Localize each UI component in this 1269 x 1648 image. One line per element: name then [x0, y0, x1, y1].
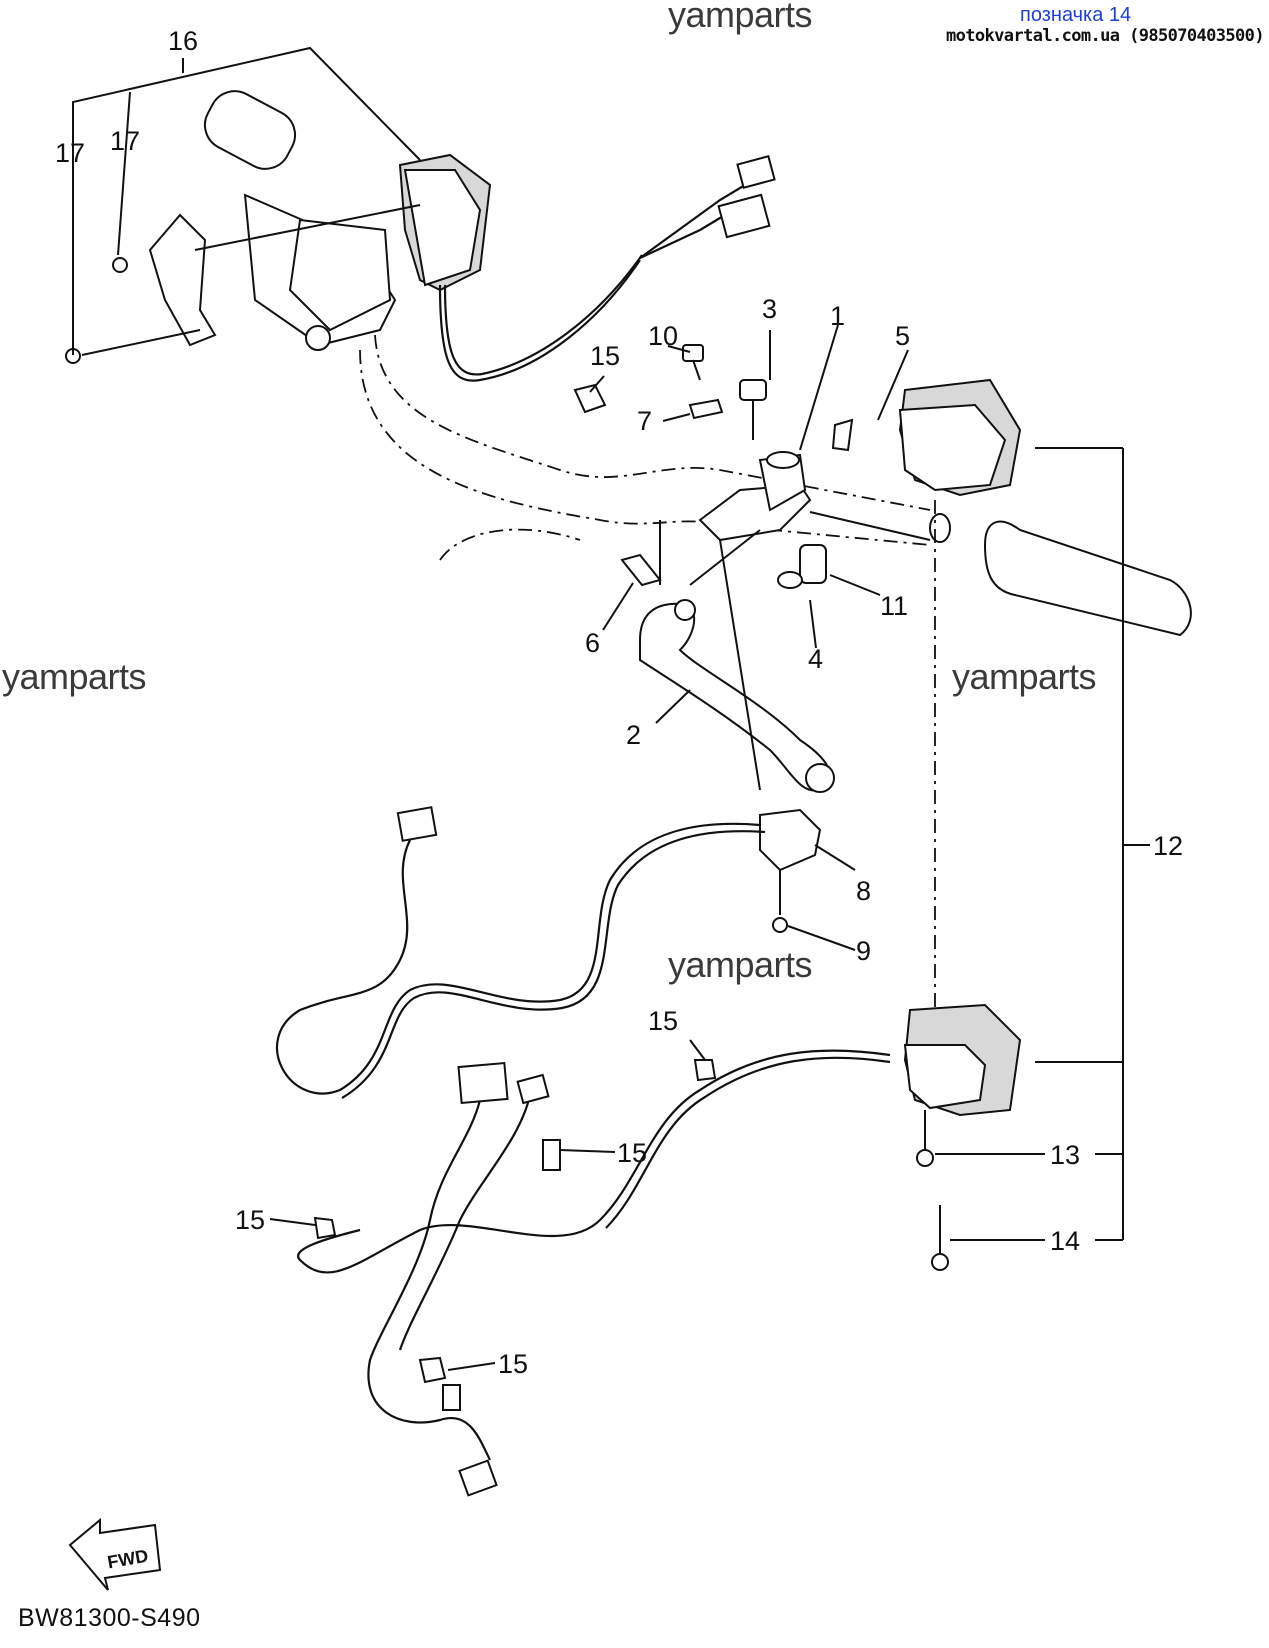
watermark: yamparts: [668, 944, 813, 985]
header-title: позначка 14: [1020, 4, 1132, 26]
callout-11: 11: [880, 591, 908, 621]
right-lower-switch: [903, 1003, 1022, 1271]
callout-15: 15: [590, 341, 620, 371]
handlebar-outline: [359, 334, 931, 561]
callout-5: 5: [895, 321, 910, 351]
leader-lines: [72, 46, 1150, 1371]
callout-16: 16: [168, 26, 198, 56]
header-subtitle: motokvartal.com.ua (985070403500): [946, 26, 1265, 46]
watermark: yamparts: [668, 0, 813, 35]
callout-15: 15: [498, 1349, 528, 1379]
callout-3: 3: [762, 294, 777, 324]
clutch-lever-assembly: [620, 344, 931, 793]
diagram-code: BW81300-S490: [18, 1604, 201, 1632]
callout-2: 2: [626, 720, 641, 750]
callout-7: 7: [637, 406, 652, 436]
callout-17: 17: [110, 126, 140, 156]
fwd-arrow-icon: FWD: [68, 1517, 162, 1591]
callout-14: 14: [1050, 1226, 1080, 1256]
watermark: yamparts: [952, 656, 1097, 697]
wire-harness: [276, 806, 891, 1497]
callout-4: 4: [808, 644, 823, 674]
callout-13: 13: [1050, 1140, 1080, 1170]
callout-labels: 16 17 17 3 1 5 10 15 7 6 4 11 2 12 8 9 1…: [55, 26, 1183, 1379]
right-switch-assembly: [898, 378, 1192, 1010]
wire-clips: [313, 383, 717, 1384]
clutch-switch: [759, 808, 822, 933]
callout-9: 9: [856, 936, 871, 966]
callout-10: 10: [648, 321, 678, 351]
callout-1: 1: [830, 301, 845, 331]
callout-17: 17: [55, 138, 85, 168]
left-switch-wire: [438, 155, 776, 382]
callout-8: 8: [856, 876, 871, 906]
callout-15: 15: [648, 1006, 678, 1036]
callout-12: 12: [1153, 831, 1183, 861]
watermark: yamparts: [2, 656, 147, 697]
callout-6: 6: [585, 628, 600, 658]
callout-15: 15: [235, 1205, 265, 1235]
left-switch-assembly: [65, 90, 492, 364]
callout-15: 15: [617, 1138, 647, 1168]
